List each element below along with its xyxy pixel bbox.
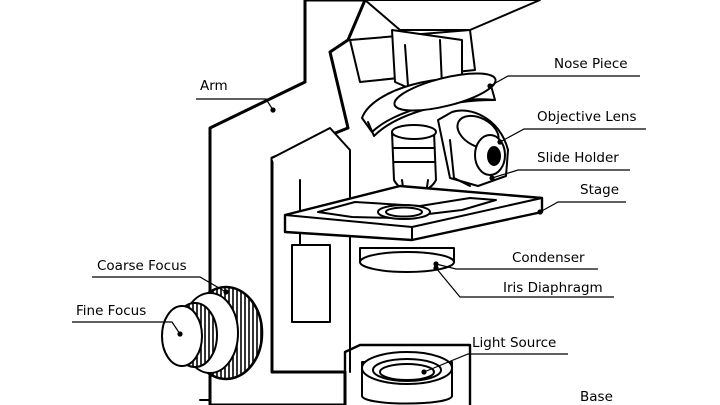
- objective-lens-group: [391, 109, 509, 199]
- light-source: [361, 351, 453, 405]
- label-objective-lens: Objective Lens: [537, 109, 636, 125]
- label-slide-holder: Slide Holder: [537, 150, 619, 166]
- label-stage: Stage: [580, 182, 619, 198]
- label-base: Base: [580, 389, 613, 405]
- leader-dots: [177, 83, 543, 375]
- label-light-source: Light Source: [472, 335, 556, 351]
- label-condenser: Condenser: [512, 250, 585, 266]
- leader-lines: [72, 75, 646, 373]
- label-fine-focus: Fine Focus: [76, 303, 146, 319]
- microscope-head: [349, 0, 541, 93]
- label-arm: Arm: [200, 78, 228, 94]
- label-coarse-focus: Coarse Focus: [97, 258, 187, 274]
- nose-piece: [361, 72, 497, 137]
- stage-platform: [283, 184, 544, 242]
- microscope-base: [199, 343, 472, 405]
- label-nose-piece: Nose Piece: [554, 56, 628, 72]
- fine-focus-knob: [161, 302, 218, 368]
- label-iris-diaphragm: Iris Diaphragm: [503, 280, 603, 296]
- condenser: [359, 247, 455, 273]
